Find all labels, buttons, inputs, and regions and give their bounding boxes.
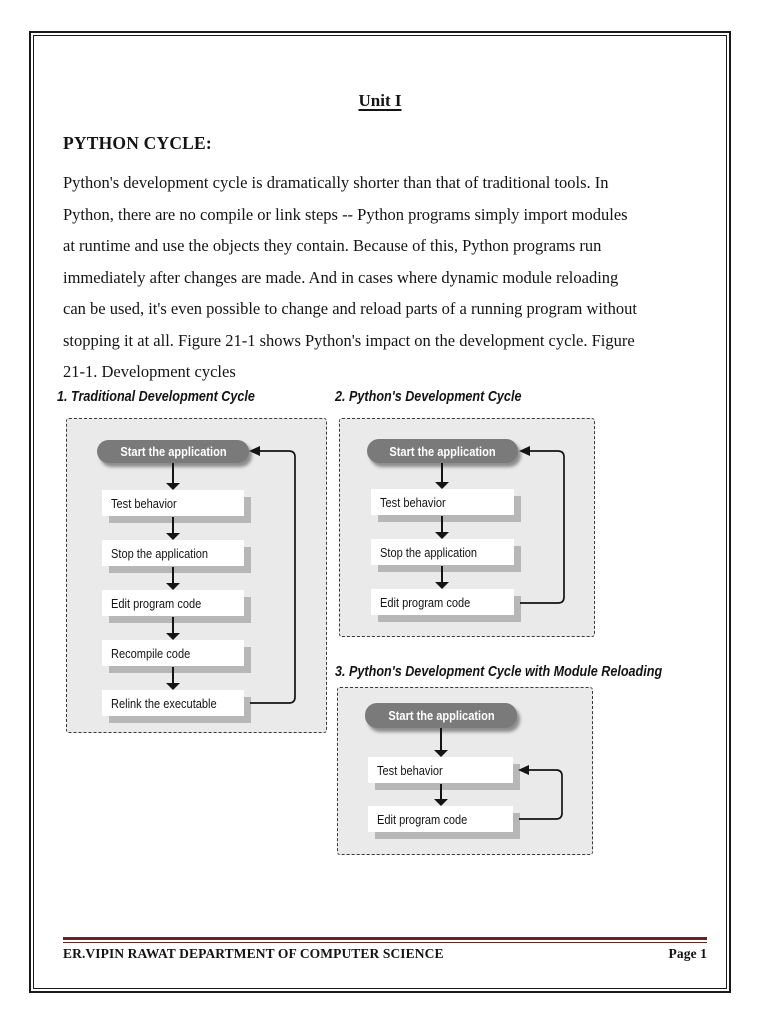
flow-down-arrow-icon [434,566,450,589]
chart-title: 1. Traditional Development Cycle [57,388,255,405]
footer-rule [63,937,707,943]
flow-down-arrow-icon [165,463,181,490]
chart-title: 2. Python's Development Cycle [335,388,522,405]
step-box: Stop the application [102,540,244,566]
step-box: Edit program code [371,589,514,615]
step-box: Edit program code [368,806,513,832]
body-paragraph: Python's development cycle is dramatical… [63,167,715,388]
section-heading: PYTHON CYCLE: [63,133,212,153]
flow-down-arrow-icon [433,728,449,757]
step-box: Test behavior [368,757,513,783]
flow-down-arrow-icon [434,516,450,539]
page-border-outer [29,31,731,993]
step-box: Test behavior [102,490,244,516]
flow-down-arrow-icon [165,617,181,640]
page-number: Page 1 [668,946,707,961]
footer: ER.VIPIN RAWAT DEPARTMENT OF COMPUTER SC… [63,946,707,962]
flow-down-arrow-icon [165,667,181,690]
paragraph-line: Python, there are no compile or link ste… [63,204,628,224]
paragraph-line: can be used, it's even possible to chang… [63,299,637,318]
footer-text: ER.VIPIN RAWAT DEPARTMENT OF COMPUTER SC… [63,946,444,961]
page-title: Unit I [358,91,402,110]
step-box: Stop the application [371,539,514,565]
paragraph-line: Python's development cycle is dramatical… [63,173,609,192]
step-box: Relink the executable [102,690,244,716]
step-box: Test behavior [371,489,514,515]
step-box: Recompile code [102,640,244,666]
chart-title: 3. Python's Development Cycle with Modul… [335,663,663,680]
paragraph-line: 21-1. Development cycles [63,362,236,381]
start-pill: Start the application [367,439,518,463]
start-pill: Start the application [365,703,517,728]
step-box: Edit program code [102,590,244,616]
paragraph-line: stopping it at all. Figure 21-1 shows Py… [63,330,635,350]
flow-down-arrow-icon [433,784,449,806]
paragraph-line: at runtime and use the objects they cont… [63,236,602,255]
paragraph-line: immediately after changes are made. And … [63,267,619,287]
flow-down-arrow-icon [165,567,181,590]
chart-traditional [66,418,327,733]
flow-down-arrow-icon [434,463,450,489]
page-border-inner [33,35,727,989]
flow-down-arrow-icon [165,517,181,540]
start-pill: Start the application [97,440,249,463]
